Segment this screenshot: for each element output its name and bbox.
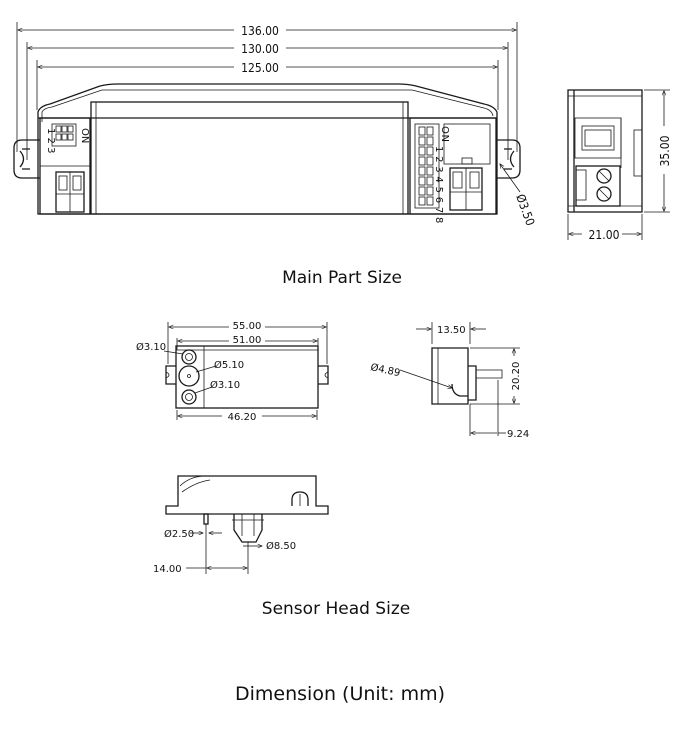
sensor-length-overall-label: 55.00 (233, 321, 262, 332)
main-part-side-view: 35.00 21.00 (567, 89, 672, 242)
sensor-clip-dia-label: Ø8.50 (266, 540, 296, 552)
length-mount-label: 130.00 (241, 42, 279, 56)
sensor-length-mount-label: 51.00 (233, 335, 262, 346)
right-dip-switch: ON 1 2 3 4 5 6 7 8 (414, 123, 450, 224)
hole-dia-label: Ø3.50 (513, 192, 537, 227)
right-dip-numbers: 1 2 3 4 5 6 7 8 (433, 146, 444, 224)
sensor-hole-bottom-label: Ø3.10 (210, 379, 240, 391)
sensor-lens-label: Ø5.10 (214, 359, 244, 371)
sensor-height-label: 20.20 (511, 362, 522, 391)
sensor-head-front-view: Ø2.50 Ø8.50 14.00 (153, 475, 329, 575)
sensor-side-lens-label: Ø4.89 (369, 361, 401, 379)
right-dip-on-label: ON (439, 126, 450, 143)
side-height-label: 35.00 (658, 135, 672, 166)
sensor-spacing-label: 14.00 (153, 564, 182, 575)
left-dip-switch: 1 2 3 ON (45, 123, 90, 153)
left-dip-numbers: 1 2 3 (45, 128, 56, 153)
main-part-caption: Main Part Size (282, 268, 402, 288)
main-part-front-view: 136.00 130.00 125.00 1 2 3 ON (13, 22, 538, 228)
sensor-pin-dia-label: Ø2.50 (164, 528, 194, 540)
left-terminal-block (55, 171, 85, 213)
sensor-head-caption: Sensor Head Size (262, 599, 410, 619)
dimension-unit-footer: Dimension (Unit: mm) (235, 683, 445, 705)
sensor-head-top-view: 55.00 51.00 Ø3.10 Ø5.10 Ø3.10 46.20 (136, 319, 329, 423)
left-dip-on-label: ON (79, 128, 90, 143)
length-body-label: 125.00 (241, 61, 279, 75)
length-overall-label: 136.00 (241, 24, 279, 38)
sensor-offset-label: 9.24 (507, 429, 529, 440)
sensor-hole-top-label: Ø3.10 (136, 341, 166, 353)
side-width-label: 21.00 (589, 228, 620, 242)
sensor-length-body-label: 46.20 (228, 412, 257, 423)
right-terminal-block (443, 123, 491, 211)
sensor-head-side-view: 13.50 Ø4.89 20.20 9.24 (369, 322, 529, 440)
sensor-depth-label: 13.50 (437, 325, 466, 336)
